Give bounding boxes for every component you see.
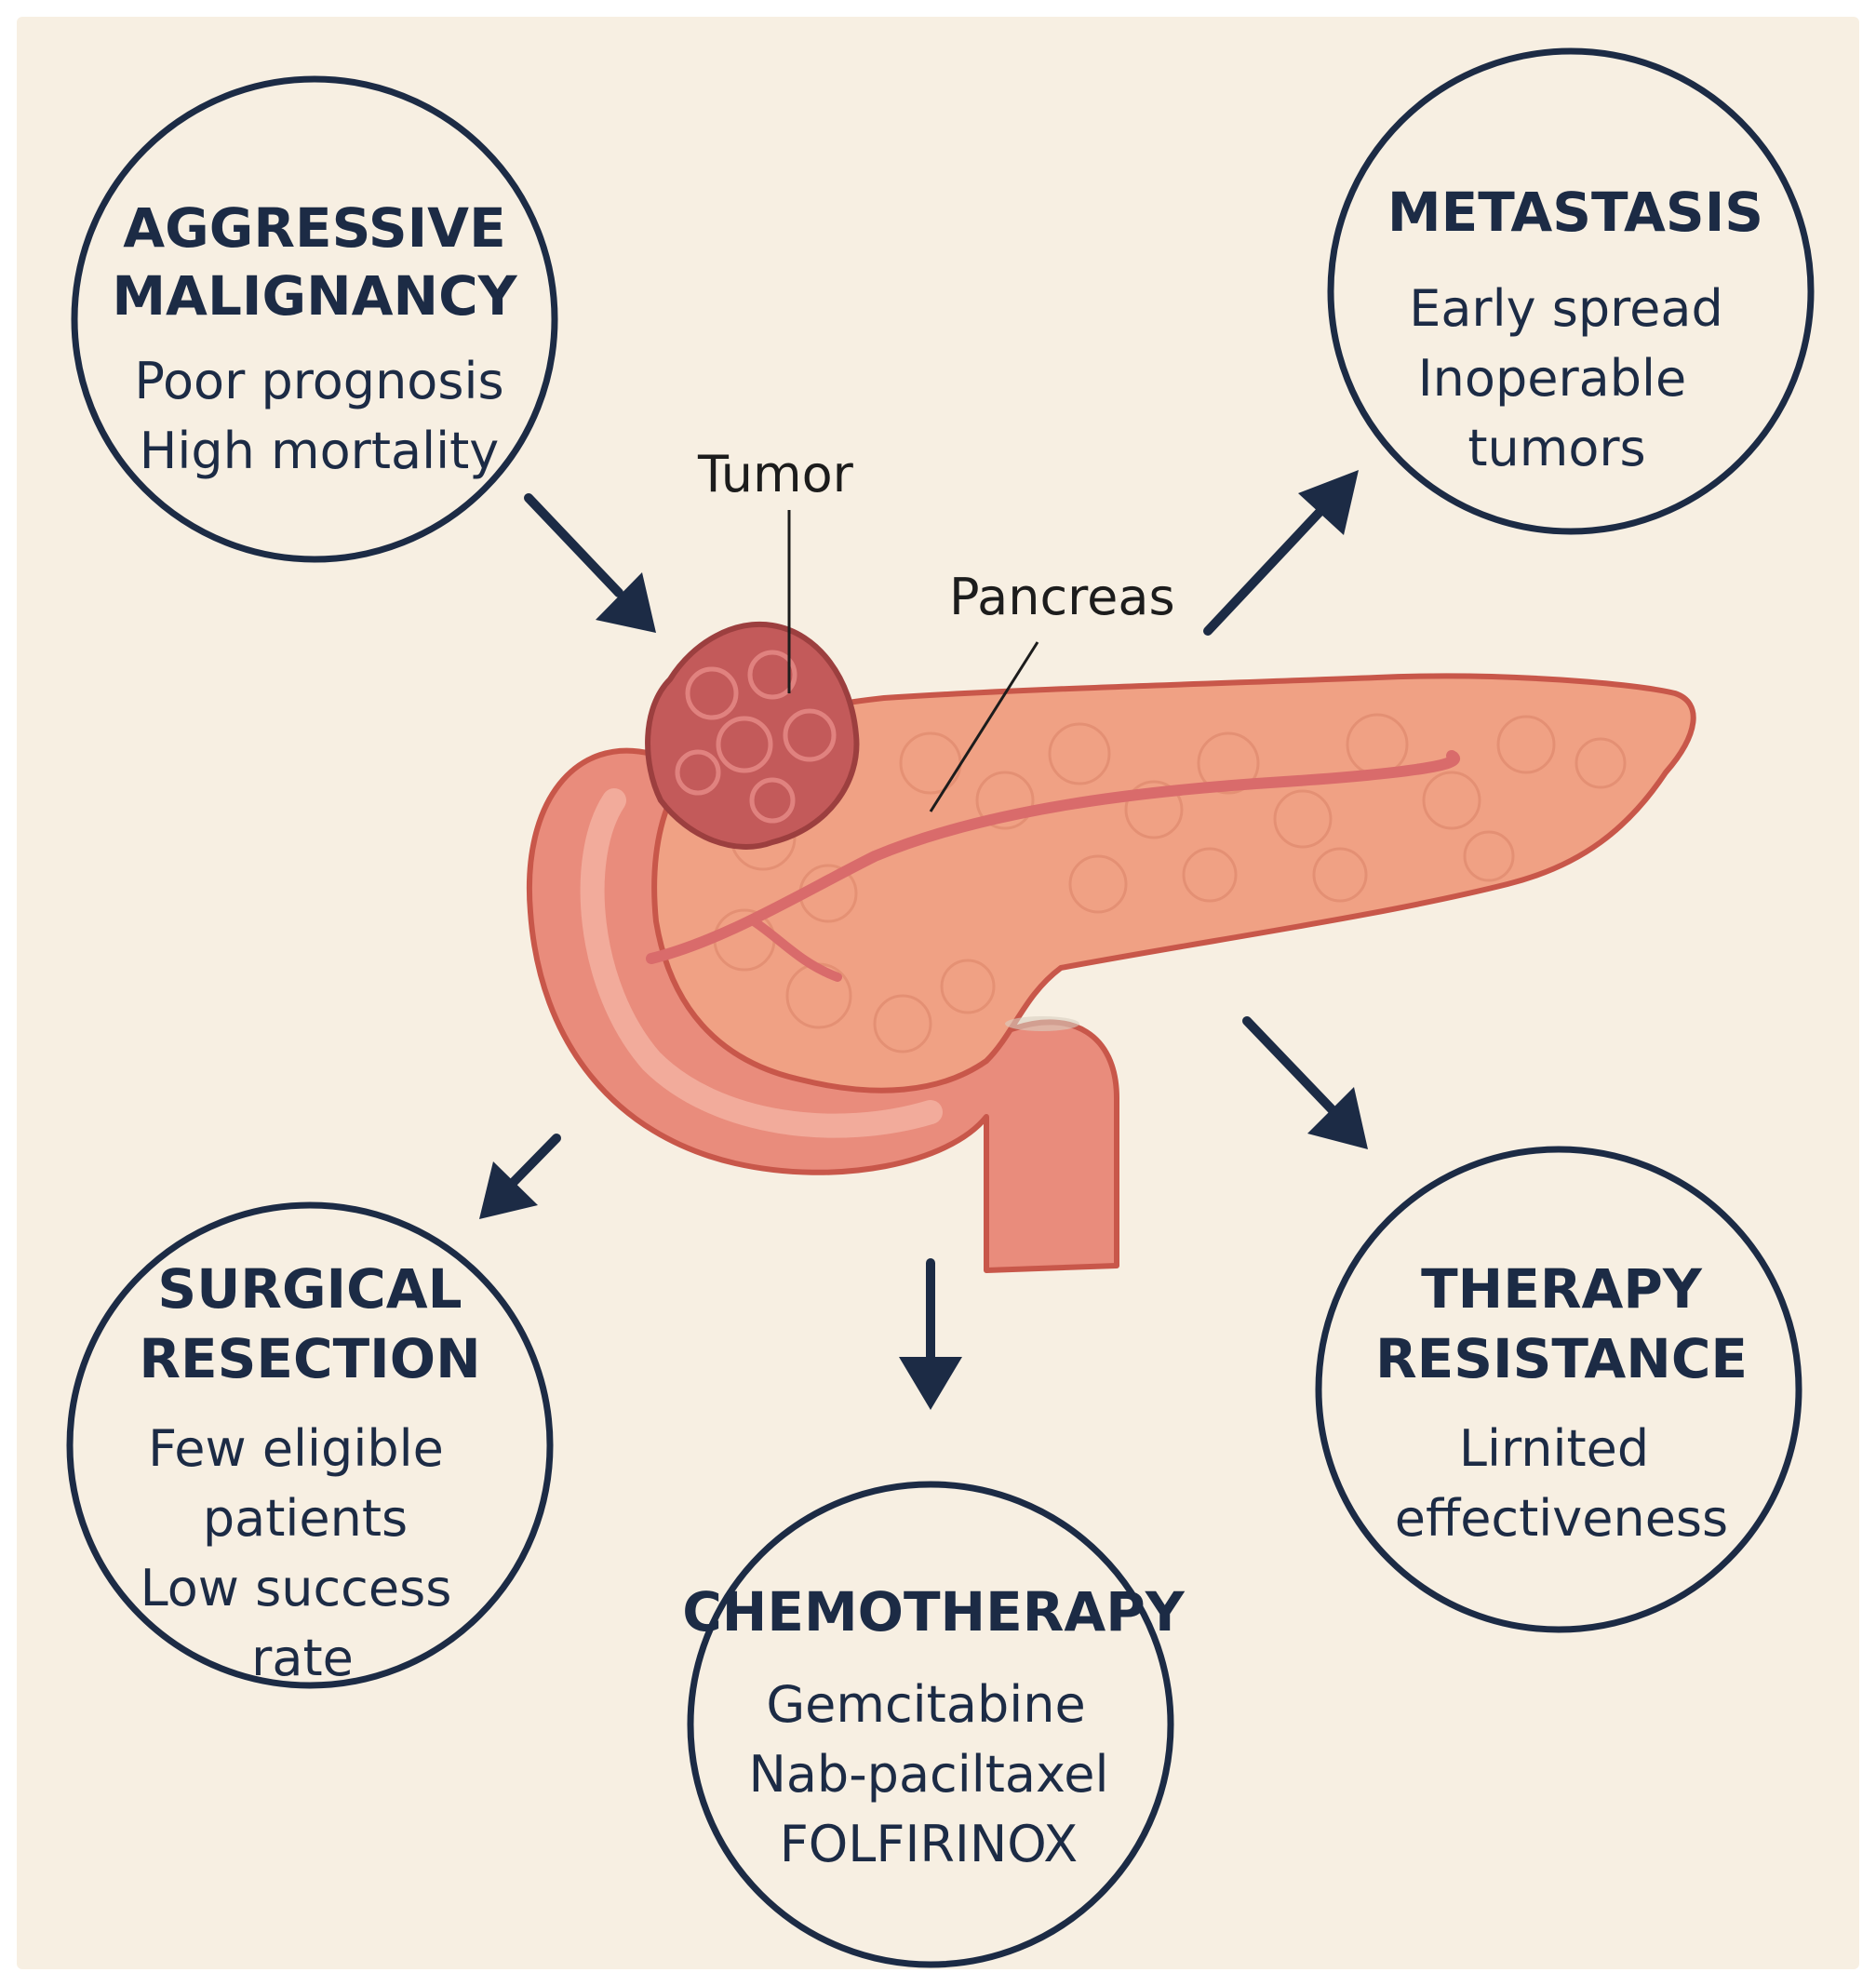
circle-chemotherapy: CHEMOTHERAPY Gemcitabine Nab-paciltaxel … [682,1481,1186,1968]
chemo-body-line2: Nab-paciltaxel [748,1745,1108,1804]
arrow-to-metastasis [1203,470,1359,636]
therapy-title-line1: THERAPY [1421,1257,1703,1321]
surgical-body-line1: Few eligible [148,1419,444,1478]
arrow-to-therapy [1242,1016,1368,1149]
aggressive-title-line2: MALIGNANCY [112,264,517,328]
shadow [1005,1016,1079,1031]
circle-therapy-resistance: THERAPY RESISTANCE Lirnited effectivenes… [1315,1146,1802,1633]
chemo-body-line1: Gemcitabine [766,1675,1085,1734]
circle-surgical-resection: SURGICAL RESECTION Few eligible patients… [66,1201,554,1689]
surgical-title-line1: SURGICAL [157,1257,462,1321]
metastasis-body-line1: Early spread [1409,279,1723,338]
therapy-body-line2: effectiveness [1395,1489,1728,1548]
tumor-mass [645,621,860,850]
circle-aggressive-malignancy: AGGRESSIVE MALIGNANCY Poor prognosis Hig… [71,75,558,563]
pancreatic-duct-branch [749,917,842,982]
therapy-body-line1: Lirnited [1459,1419,1649,1478]
pancreatic-duct [646,750,1460,964]
surgical-body-line3: Low success [141,1559,452,1617]
pancreas-leader-line [929,641,1039,812]
arrow-to-surgical [479,1134,561,1219]
pancreas-label: Pancreas [949,568,1175,626]
duodenum-highlight [580,788,943,1138]
aggressive-body-line2: High mortality [140,422,500,480]
tumor-label: Tumor [697,445,854,503]
arrow-aggressive-to-tumor [524,493,656,633]
metastasis-title: METASTASIS [1387,181,1763,244]
aggressive-title-line1: AGGRESSIVE [123,196,505,260]
surgical-body-line4: rate [251,1629,354,1687]
aggressive-body-line1: Poor prognosis [134,352,503,410]
metastasis-body-line3: tumors [1467,419,1645,477]
metastasis-body-line2: Inoperable [1418,349,1686,408]
chemo-body-line3: FOLFIRINOX [780,1815,1079,1873]
arrow-to-chemotherapy [899,1258,962,1410]
pancreas-illustration [526,621,1696,1273]
surgical-title-line2: RESECTION [139,1327,480,1390]
surgical-body-line2: patients [203,1489,408,1548]
circle-metastasis: METASTASIS Early spread Inoperable tumor… [1327,47,1815,535]
therapy-title-line2: RESISTANCE [1375,1327,1748,1390]
chemo-title: CHEMOTHERAPY [682,1580,1186,1644]
